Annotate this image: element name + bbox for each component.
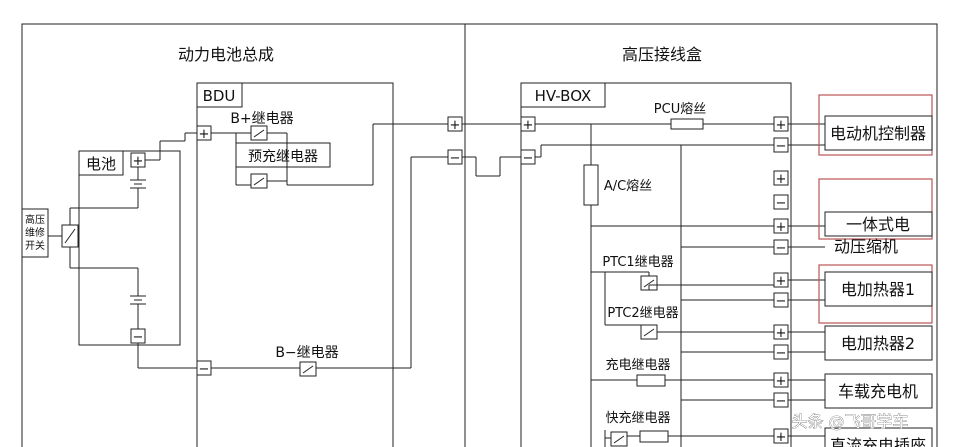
battery-pack-title: 动力电池总成 bbox=[178, 45, 274, 64]
pin-sign: − bbox=[776, 196, 787, 211]
pin-sign: + bbox=[776, 118, 787, 133]
hv-junction-box-title: 高压接线盒 bbox=[622, 45, 702, 64]
pin-sign: + bbox=[199, 127, 210, 142]
relay-contact bbox=[613, 435, 625, 444]
pin-sign: − bbox=[523, 151, 534, 166]
service-switch-label-line: 高压 bbox=[25, 213, 45, 226]
relay-contact bbox=[253, 129, 265, 138]
bdu-box bbox=[196, 82, 394, 447]
spare-plus-pin bbox=[773, 170, 789, 186]
spare-minus-pin bbox=[773, 194, 789, 210]
load-box-charger bbox=[824, 373, 933, 409]
pin-sign: − bbox=[133, 330, 144, 345]
pin-sign: + bbox=[776, 274, 787, 289]
pcu-fuse-symbol bbox=[670, 118, 704, 130]
load-label-charger: 车载充电机 bbox=[838, 382, 918, 401]
pin-sign: − bbox=[776, 294, 787, 309]
pin-sign: + bbox=[523, 118, 534, 133]
load-label-compressor-1: 一体式电 bbox=[846, 215, 910, 234]
fast-charge-relay-label: 快充继电器 bbox=[605, 410, 670, 426]
battery-box bbox=[78, 150, 181, 346]
relay-contact bbox=[302, 365, 314, 374]
load-box-heater1 bbox=[824, 271, 933, 307]
load-label-compressor-2: 动压缩机 bbox=[834, 237, 898, 256]
ptc1-relay-label: PTC1继电器 bbox=[602, 255, 673, 270]
hvbox-label: HV-BOX bbox=[535, 87, 592, 105]
relay-contact bbox=[643, 279, 655, 288]
pin-sign: + bbox=[133, 154, 144, 169]
charge-relay-symbol bbox=[636, 374, 666, 387]
ac-fuse-symbol bbox=[583, 164, 599, 206]
pcu-fuse-label: PCU熔丝 bbox=[654, 102, 706, 117]
load-box-heater2 bbox=[824, 325, 933, 361]
load-label-heater1: 电加热器1 bbox=[841, 280, 915, 299]
precharge-relay-label: 预充继电器 bbox=[248, 149, 318, 165]
service-switch-label-box bbox=[21, 208, 49, 258]
compressor-highlight bbox=[818, 178, 933, 240]
pin-sign: − bbox=[776, 346, 787, 361]
pin-sign: − bbox=[776, 241, 787, 256]
hvbox-label-box bbox=[520, 82, 606, 108]
pin-sign: − bbox=[776, 139, 787, 154]
hvbox-box bbox=[520, 82, 792, 447]
pin-sign: − bbox=[199, 362, 210, 377]
bminus-relay-label: B−继电器 bbox=[275, 345, 338, 361]
ptc2-relay-label: PTC2继电器 bbox=[607, 306, 678, 321]
load-box-mcu bbox=[824, 115, 933, 151]
fast-charge-fuse-symbol bbox=[639, 430, 669, 443]
ac-fuse-label: A/C熔丝 bbox=[604, 179, 652, 194]
bplus-relay-label: B+继电器 bbox=[230, 111, 293, 127]
load-label-dc-inlet: 直流充电插座 bbox=[830, 436, 926, 447]
relay-contact bbox=[253, 177, 265, 186]
pin-sign: + bbox=[776, 430, 787, 445]
charge-relay-label: 充电继电器 bbox=[605, 357, 670, 373]
pin-sign: + bbox=[776, 220, 787, 235]
outer-frame bbox=[21, 23, 938, 447]
pin-sign: + bbox=[776, 374, 787, 389]
pin-sign: + bbox=[776, 172, 787, 187]
load-label-mcu: 电动机控制器 bbox=[830, 124, 926, 143]
battery-label: 电池 bbox=[86, 155, 116, 173]
service-switch-label-line: 维修 bbox=[25, 226, 45, 239]
service-switch-blade bbox=[64, 228, 76, 244]
pin-sign: − bbox=[450, 151, 461, 166]
pin-sign: − bbox=[776, 394, 787, 409]
battery-label-box bbox=[78, 150, 124, 176]
service-switch-label-line: 开关 bbox=[25, 239, 45, 252]
load-box-compressor bbox=[824, 211, 933, 237]
load-label-heater2: 电加热器2 bbox=[841, 334, 915, 353]
pin-sign: + bbox=[776, 326, 787, 341]
pin-sign: + bbox=[450, 118, 461, 133]
bdu-label-box bbox=[196, 82, 243, 108]
watermark: 头条 @飞哥学车 bbox=[791, 412, 908, 431]
relay-contact bbox=[643, 328, 655, 337]
load-box-dc-inlet bbox=[824, 427, 933, 447]
bdu-label: BDU bbox=[203, 87, 236, 105]
